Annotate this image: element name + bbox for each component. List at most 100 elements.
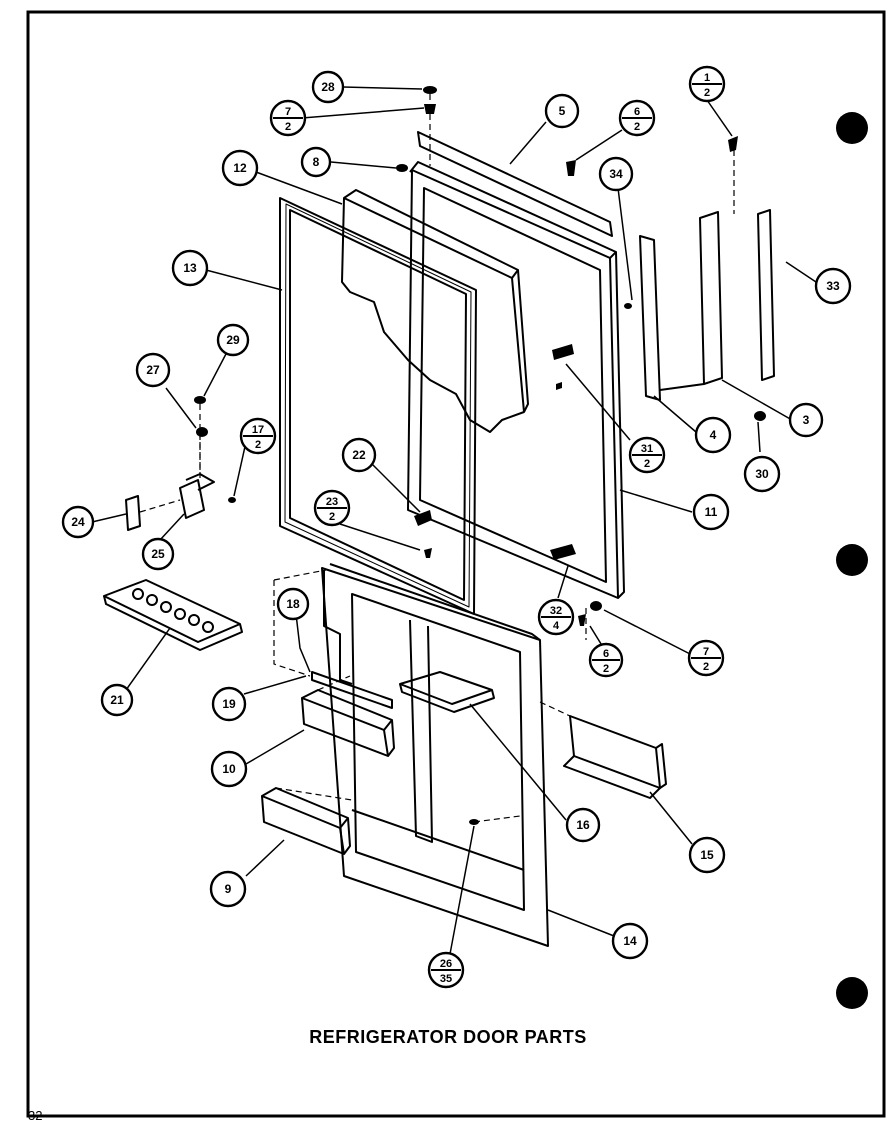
callout-circle	[565, 807, 601, 843]
callout-quantity: 2	[255, 439, 261, 451]
callout-c33: 33	[814, 267, 852, 305]
part-21-egg-tray	[103, 579, 243, 651]
callout-number: 27	[146, 363, 160, 377]
callout-c4: 4	[694, 416, 732, 454]
callout-c18: 18	[276, 587, 310, 621]
callout-c6-2a: 62	[618, 99, 656, 137]
callout-number: 1	[704, 72, 710, 84]
callout-quantity: 2	[644, 458, 650, 470]
callout-circle	[814, 267, 852, 305]
callout-number: 5	[559, 104, 566, 118]
callout-c10: 10	[210, 750, 248, 788]
callout-c1-2: 12	[688, 65, 726, 103]
diagram-caption: REFRIGERATOR DOOR PARTS	[309, 1027, 587, 1047]
callout-circle	[598, 156, 634, 192]
callout-quantity: 2	[285, 121, 291, 133]
callout-c14: 14	[611, 922, 649, 960]
callout-number: 7	[703, 646, 709, 658]
part-10-bin	[301, 689, 395, 757]
callout-number: 4	[710, 428, 717, 442]
callout-circle	[210, 750, 248, 788]
callout-circle	[788, 402, 824, 438]
callout-circle	[300, 146, 332, 178]
callout-c31-2: 312	[628, 436, 666, 474]
callout-circle	[341, 437, 377, 473]
callout-number: 16	[576, 818, 590, 832]
callout-circle	[171, 249, 209, 287]
callout-circle	[216, 323, 250, 357]
callout-number: 11	[705, 505, 718, 519]
part-9-bin	[261, 787, 351, 855]
callout-number: 12	[233, 161, 247, 175]
callout-quantity: 2	[704, 87, 710, 99]
part-25-hinge	[179, 473, 215, 519]
callout-circle	[221, 149, 259, 187]
callout-number: 17	[252, 424, 264, 436]
callout-c23-2: 232	[313, 489, 351, 527]
part-12-foam-liner	[341, 189, 529, 433]
callout-c29: 29	[216, 323, 250, 357]
callout-quantity: 2	[603, 663, 609, 675]
part-16-shelf-tray	[399, 671, 495, 713]
callout-number: 26	[440, 958, 452, 970]
callout-c32-4: 324	[537, 598, 575, 636]
callout-number: 14	[623, 934, 637, 948]
callout-number: 24	[71, 515, 85, 529]
callout-c21: 21	[100, 683, 134, 717]
callout-c13: 13	[171, 249, 209, 287]
callout-number: 7	[285, 106, 291, 118]
assembly-lines	[139, 94, 735, 823]
callout-circle	[61, 505, 95, 539]
callout-number: 15	[700, 848, 714, 862]
page-border	[26, 10, 886, 1118]
callout-circle	[211, 686, 247, 722]
part-15-dairy-cover	[563, 715, 667, 799]
callout-c30: 30	[743, 455, 781, 493]
callout-number: 10	[222, 762, 236, 776]
callout-circle	[209, 870, 247, 908]
callout-number: 19	[222, 697, 236, 711]
callout-circle	[135, 352, 171, 388]
hardware-fasteners	[194, 86, 766, 825]
callout-c7-2b: 72	[687, 639, 725, 677]
callout-c15: 15	[688, 836, 726, 874]
callout-circle	[694, 416, 732, 454]
callout-number: 31	[641, 443, 653, 455]
callout-circle	[544, 93, 580, 129]
callout-c12: 12	[221, 149, 259, 187]
callout-circle	[276, 587, 310, 621]
callout-circle	[611, 922, 649, 960]
part-19-bar	[311, 671, 393, 709]
callout-quantity: 35	[440, 973, 452, 985]
callout-c11: 11	[692, 493, 730, 531]
callout-circle	[141, 537, 175, 571]
callout-c7-2a: 72	[269, 99, 307, 137]
part-11-outer-door	[407, 161, 625, 599]
callout-number: 13	[183, 261, 197, 275]
part-3-hinge-bracket	[659, 211, 723, 391]
callout-c9: 9	[209, 870, 247, 908]
callout-number: 3	[803, 413, 810, 427]
callout-c17-2: 172	[239, 417, 277, 455]
callout-c25: 25	[141, 537, 175, 571]
part-4-strip	[639, 235, 661, 401]
callout-number: 23	[326, 496, 338, 508]
callout-number: 6	[603, 648, 609, 660]
callout-circle	[743, 455, 781, 493]
callout-c34: 34	[598, 156, 634, 192]
callout-c6-2b: 62	[588, 642, 624, 678]
callout-c5: 5	[544, 93, 580, 129]
callout-number: 25	[151, 547, 165, 561]
callout-number: 18	[286, 597, 300, 611]
callout-number: 6	[634, 106, 640, 118]
callout-number: 9	[225, 882, 232, 896]
callout-circle	[692, 493, 730, 531]
callout-c24: 24	[61, 505, 95, 539]
callout-circle	[311, 70, 345, 104]
part-5-top-trim	[417, 131, 613, 237]
callout-number: 29	[226, 333, 240, 347]
callout-number: 8	[313, 155, 320, 169]
